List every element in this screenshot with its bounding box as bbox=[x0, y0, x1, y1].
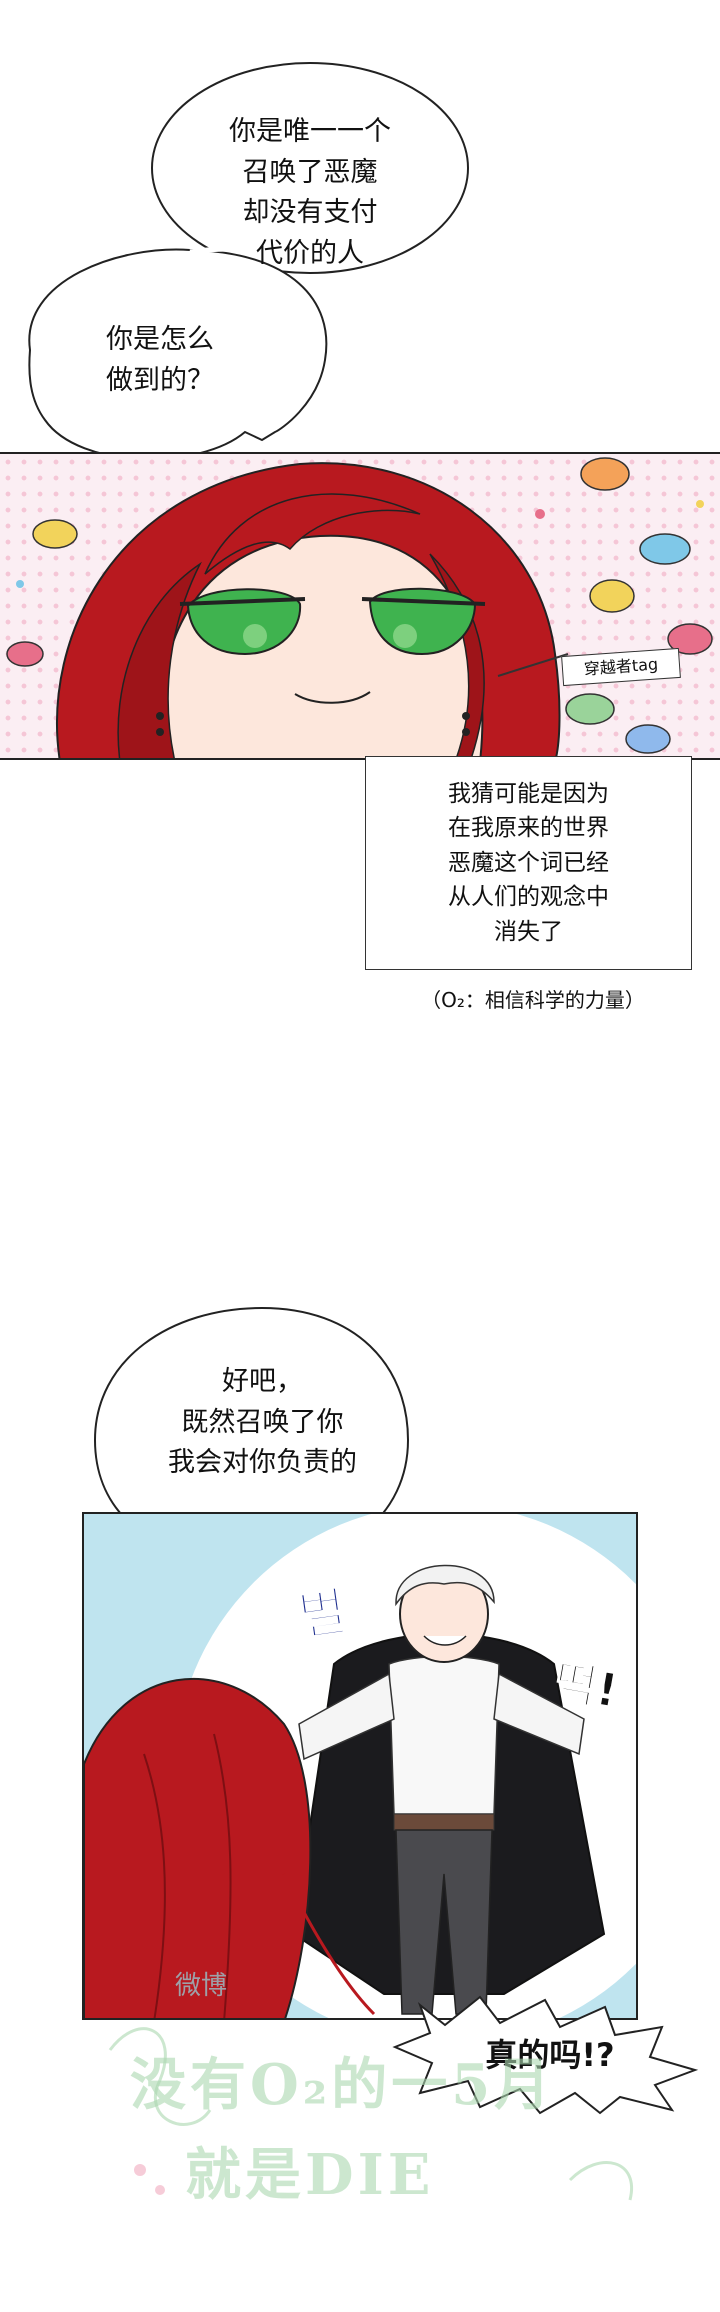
bubble1-line: 代价的人 bbox=[256, 237, 364, 269]
exclaim-text: 真的吗!? bbox=[485, 2036, 615, 2074]
translator-note: （O₂：相信科学的力量） bbox=[421, 988, 645, 1012]
caption-line: 恶魔这个词已经 bbox=[448, 849, 609, 876]
bubble2-line: 你是怎么 bbox=[106, 324, 214, 355]
exclaim-bubble-shape bbox=[392, 1995, 699, 2115]
caption-line: 消失了 bbox=[494, 918, 563, 945]
watermark-weibo: 微博 bbox=[175, 1971, 228, 2001]
caption-line: 在我原来的世界 bbox=[448, 815, 609, 842]
caption-line: 从人们的观念中 bbox=[448, 884, 609, 911]
caption-line: 我猜可能是因为 bbox=[448, 780, 609, 807]
bubble3-line: 我会对你负责的 bbox=[168, 1447, 357, 1478]
watermark-line2: 就是DIE bbox=[185, 2142, 435, 2208]
sfx-right: 떡! bbox=[550, 1653, 623, 1719]
exclaim-bubble-art bbox=[392, 1995, 699, 2115]
sfx-left: 벌 bbox=[294, 1581, 351, 1649]
watermark-line1: 没有O₂的一5月 bbox=[130, 2052, 555, 2118]
narration-caption: 我猜可能是因为 在我原来的世界 恶魔这个词已经 从人们的观念中 消失了 bbox=[365, 756, 692, 970]
bubble2-line: 做到的？ bbox=[106, 364, 214, 396]
girl-closeup-art bbox=[6, 457, 713, 758]
bubble3-line: 好吧， bbox=[222, 1366, 303, 1397]
panel-girl-closeup bbox=[0, 452, 720, 760]
bubble1-line: 召唤了恶魔 bbox=[242, 156, 378, 188]
speech-bubble-1-shape bbox=[151, 62, 469, 274]
speech-bubble-3: 好吧， 既然召唤了你 我会对你负责的 bbox=[120, 1362, 405, 1484]
speech-bubble-2: 你是怎么 做到的？ bbox=[65, 320, 255, 401]
bubble1-line: 却没有支付 bbox=[242, 197, 378, 228]
watermark-floral-icon bbox=[108, 2027, 633, 2201]
speech-bubble-2-shape bbox=[28, 248, 328, 461]
speech-bubble-1: 你是唯一一个 召唤了恶魔 却没有支付 代价的人 bbox=[175, 112, 445, 274]
top-bubbles-art bbox=[28, 62, 469, 461]
bubble1-line: 你是唯一一个 bbox=[229, 116, 391, 147]
panel-man-coat bbox=[82, 1512, 638, 2020]
bubble3-line: 既然召唤了你 bbox=[181, 1406, 344, 1438]
man-coat-art bbox=[84, 1514, 636, 2018]
macaron-decorations bbox=[6, 457, 713, 754]
girl-eyes bbox=[179, 587, 486, 656]
